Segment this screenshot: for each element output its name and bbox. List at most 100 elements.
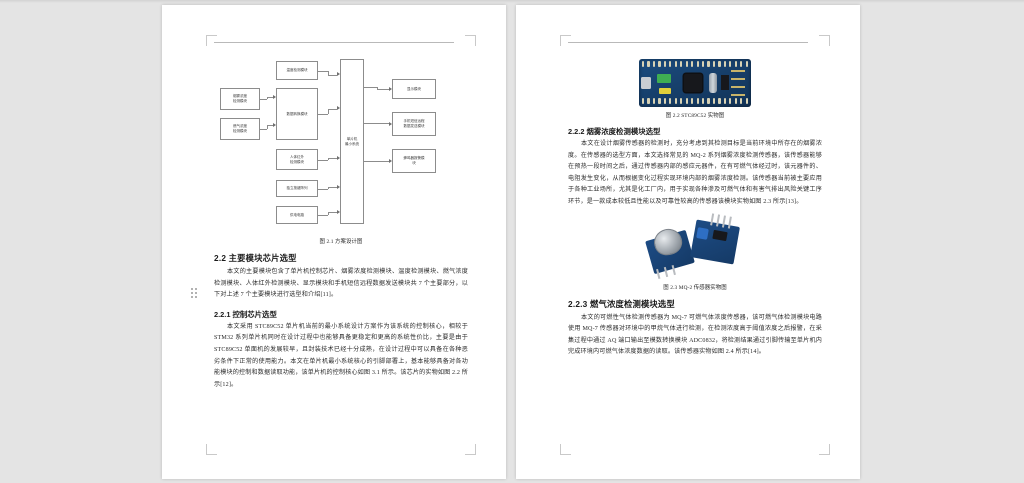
crop-mark-bottom-left <box>206 444 217 455</box>
diagram-node-smoke-sensor: 烟雾浓度 检测模块 <box>220 88 260 110</box>
heading-2-2-2: 2.2.2 烟雾浓度检测模块选型 <box>568 127 661 136</box>
paragraph-2-2: 本文的主要模块包含了单片机控制芯片、烟雾浓度检测模块、温度检测模块、燃气浓度检测… <box>214 269 468 299</box>
crop-mark-top-left <box>560 35 571 46</box>
diagram-connector <box>327 70 329 75</box>
figure-caption-2-3: 图 2.3 MQ-2 传感器实物图 <box>663 284 727 291</box>
diagram-connector <box>318 215 328 216</box>
stc89c52-board-image <box>639 59 751 107</box>
diagram-connector <box>318 188 328 190</box>
diagram-node-label: 烟雾浓度 检测模块 <box>233 94 247 103</box>
crop-mark-bottom-right <box>465 444 476 455</box>
diagram-connector <box>318 114 328 115</box>
diagram-connector <box>376 89 389 90</box>
diagram-node-mcu-core: 单片机 最小系统 <box>340 59 364 224</box>
diagram-connector <box>327 108 329 114</box>
viewer-top-edge <box>0 0 1024 3</box>
diagram-node-sms-module: 手机短信远程 数据发送模块 <box>392 112 436 136</box>
paragraph-2-2-3: 本文的可燃性气体检测传感器为 MQ-7 可燃气体浓度传感器，该可燃气体检测模块电… <box>568 314 822 356</box>
paragraph-2-2-1: 本文采用 STC89C52 单片机当前的最小系统设计方案作为该系统的控制核心，相… <box>214 323 468 388</box>
header-rule <box>214 42 454 43</box>
diagram-connector <box>260 129 268 130</box>
diagram-connector <box>327 108 337 110</box>
page-right-content: 图 2.2 STC89C52 实物图 2.2.2 烟雾浓度检测模块选型 本文在设… <box>568 49 822 359</box>
mcu-chip <box>684 74 702 92</box>
diagram-connector <box>327 212 329 215</box>
diagram-node-key-unit: 独立按键阵列 <box>276 180 318 197</box>
figure-caption-2-1: 图 2.1 方案设计图 <box>319 239 363 245</box>
diagram-connector <box>327 158 337 159</box>
diagram-node-display-module: 显示模块 <box>392 79 436 99</box>
diagram-node-gas-sensor: 燃气浓度 检测模块 <box>220 118 260 140</box>
diagram-arrowhead <box>336 155 340 160</box>
diagram-connector <box>327 186 329 189</box>
diagram-node-label: 人体红外 检测模块 <box>290 154 304 164</box>
document-page-left[interactable]: 烟雾浓度 检测模块燃气浓度 检测模块 温度检测模块数据转换模块人体红外 检测模块独… <box>162 5 506 479</box>
usb-connector <box>641 77 651 89</box>
drag-handle-dots[interactable] <box>191 288 198 299</box>
crop-mark-top-right <box>819 35 830 46</box>
diagram-node-pir-sensor: 人体红外 检测模块 <box>276 149 318 170</box>
diagram-node-label: 独立按键阵列 <box>286 186 308 190</box>
sensor-pin-legs <box>710 212 732 229</box>
diagram-arrowhead <box>272 123 276 128</box>
yellow-component <box>659 88 671 94</box>
diagram-arrowhead <box>388 86 392 91</box>
diagram-node-power-circuit: 供电电路 <box>276 206 318 224</box>
heading-2-2-1: 2.2.1 控制芯片选型 <box>214 309 277 319</box>
board-header-bottom <box>642 98 748 105</box>
heading-2-2-3: 2.2.3 燃气浓度检测模块选型 <box>568 298 675 309</box>
diagram-connector <box>318 70 328 72</box>
comparator-ic <box>712 229 728 241</box>
diagram-node-data-convert: 数据转换模块 <box>276 88 318 140</box>
diagram-node-label: 燃气浓度 检测模块 <box>233 124 247 133</box>
heading-2-2: 2.2 主要模块芯片选型 <box>214 253 297 263</box>
diagram-connector <box>327 74 337 76</box>
crop-mark-top-right <box>465 35 476 46</box>
crystal-oscillator <box>709 73 717 93</box>
crop-mark-top-left <box>206 35 217 46</box>
diagram-arrowhead <box>388 158 392 163</box>
crop-mark-bottom-left <box>560 444 571 455</box>
crop-mark-bottom-right <box>819 444 830 455</box>
diagram-arrowhead <box>388 121 392 126</box>
header-rule <box>568 42 808 43</box>
diagram-arrowhead <box>336 106 340 111</box>
diagram-connector <box>260 99 268 100</box>
diagram-arrowhead <box>272 95 276 100</box>
diagram-node-label: 单片机 最小系统 <box>345 136 359 146</box>
diagram-connector <box>364 87 377 88</box>
diagram-connector <box>267 97 273 99</box>
diagram-arrowhead <box>336 184 340 189</box>
diagram-arrowhead <box>336 72 340 77</box>
document-page-right[interactable]: 图 2.2 STC89C52 实物图 2.2.2 烟雾浓度检测模块选型 本文在设… <box>516 5 860 479</box>
diagram-node-label: 温度检测模块 <box>286 68 308 72</box>
diagram-connector <box>376 87 378 89</box>
diagram-arrowhead <box>336 210 340 215</box>
diagram-connector <box>318 159 328 161</box>
diagram-node-temp-sensor: 温度检测模块 <box>276 61 318 80</box>
figure-scheme-design-diagram: 烟雾浓度 检测模块燃气浓度 检测模块 温度检测模块数据转换模块人体红外 检测模块独… <box>214 55 468 233</box>
side-pin-header <box>731 70 745 96</box>
paragraph-2-2-2: 本文在设计烟雾传感器的检测时，充分考虑到其检测目标是当前环境中所存在的烟雾浓度。… <box>568 141 822 205</box>
green-terminal-block <box>657 74 671 83</box>
page-left-content: 烟雾浓度 检测模块燃气浓度 检测模块 温度检测模块数据转换模块人体红外 检测模块独… <box>214 49 468 391</box>
diagram-node-label: 显示模块 <box>407 86 421 91</box>
diagram-node-buzzer-module: 蜂鸣器报警模 块 <box>392 149 436 173</box>
potentiometer <box>696 226 709 240</box>
figure-caption-2-2: 图 2.2 STC89C52 实物图 <box>665 113 725 119</box>
diagram-connector <box>364 123 389 125</box>
diagram-connector <box>267 125 273 127</box>
diagram-node-label: 手机短信远程 数据发送模块 <box>403 119 425 128</box>
black-component <box>721 75 729 90</box>
diagram-connector <box>364 161 389 163</box>
diagram-node-label: 数据转换模块 <box>286 111 308 116</box>
board-header-top <box>642 61 748 68</box>
diagram-node-label: 供电电路 <box>290 212 304 217</box>
figure-mq2-sensor <box>635 212 755 279</box>
diagram-connector <box>327 186 337 188</box>
diagram-connector <box>327 212 337 214</box>
diagram-connector <box>267 97 268 99</box>
diagram-connector <box>267 125 268 129</box>
diagram-node-label: 蜂鸣器报警模 块 <box>403 156 425 165</box>
